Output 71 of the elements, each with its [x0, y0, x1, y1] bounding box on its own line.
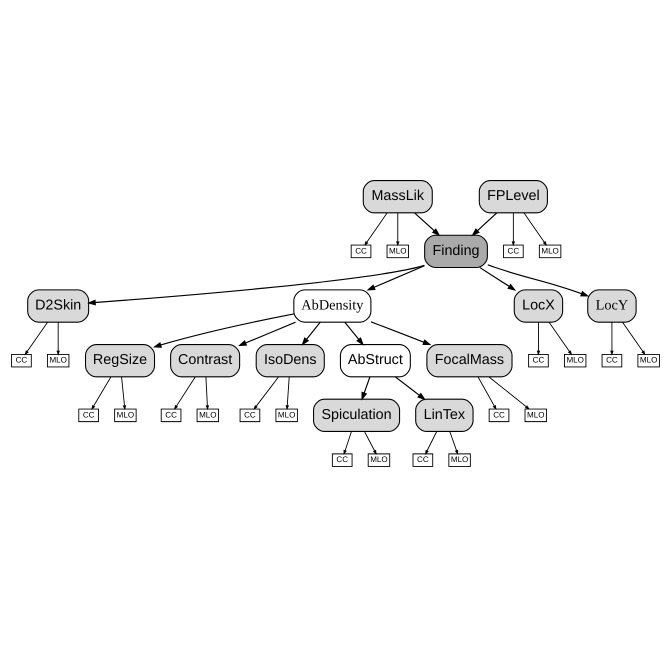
arrow — [414, 212, 440, 236]
node-box: CC — [412, 453, 434, 467]
arrow — [524, 212, 547, 246]
node-box: LocX — [514, 289, 564, 323]
node-box: MLO — [538, 244, 562, 258]
arrow — [471, 212, 498, 236]
node-box: MassLik — [362, 180, 433, 214]
node-box: CC — [503, 244, 524, 258]
node-box: CC — [78, 408, 99, 422]
node-box: IsoDens — [256, 344, 325, 378]
arrow — [91, 376, 112, 410]
node-box: CC — [11, 354, 32, 368]
node-box: MLO — [564, 354, 586, 368]
arrow — [361, 376, 370, 401]
arrow — [286, 376, 290, 410]
node-box: Spiculation — [313, 398, 400, 432]
node-box: LocY — [587, 289, 637, 323]
arrow — [344, 322, 364, 346]
node-box: MLO — [524, 408, 547, 422]
arrow — [87, 264, 425, 306]
arrow — [174, 376, 196, 410]
arrow — [548, 322, 572, 356]
node-box: LinTex — [415, 398, 474, 432]
node-box: MLO — [637, 354, 660, 368]
arrow — [56, 322, 60, 356]
arrow — [24, 322, 48, 356]
arrow — [152, 313, 294, 348]
arrow — [480, 267, 516, 291]
arrow — [622, 322, 646, 356]
node-box: CC — [332, 453, 353, 467]
node-box: CC — [160, 408, 182, 422]
node-box: CC — [350, 244, 372, 258]
node-box: CC — [488, 408, 510, 422]
node-box: FocalMass — [426, 344, 513, 378]
arrow — [396, 212, 400, 246]
arrow — [488, 264, 590, 296]
arrow — [394, 376, 426, 400]
arrow — [205, 376, 210, 410]
arrow — [425, 431, 438, 455]
arrow — [253, 376, 280, 410]
arrow — [238, 322, 296, 346]
node-box: CC — [602, 354, 622, 368]
node-box: MLO — [368, 453, 390, 467]
node-box: MLO — [275, 408, 298, 422]
arrow — [121, 376, 126, 410]
node-box: FPLevel — [478, 180, 548, 214]
node-box: MLO — [196, 408, 220, 422]
arrow — [488, 376, 530, 410]
arrow — [512, 212, 516, 246]
node-box: CC — [240, 408, 260, 422]
node-box: MLO — [114, 408, 137, 422]
node-box: CC — [528, 354, 549, 368]
arrow — [301, 322, 321, 346]
node-box: MLO — [386, 244, 409, 258]
node-box: Contrast — [170, 344, 240, 378]
arrow — [370, 321, 432, 346]
node-box: AbStruct — [340, 344, 411, 378]
node-box: AbDensity — [293, 289, 372, 323]
arrow — [364, 431, 377, 455]
arrow — [344, 431, 352, 456]
arrow — [449, 431, 458, 455]
node-box: MLO — [448, 453, 471, 467]
node-box: RegSize — [84, 344, 156, 378]
arrow — [364, 212, 388, 246]
arrow — [610, 322, 614, 356]
arrow — [478, 376, 497, 410]
arrow — [366, 265, 425, 290]
node-box: D2Skin — [27, 289, 90, 323]
node-box: MLO — [46, 354, 70, 368]
node-box: Finding — [424, 234, 488, 268]
arrow — [536, 322, 540, 356]
